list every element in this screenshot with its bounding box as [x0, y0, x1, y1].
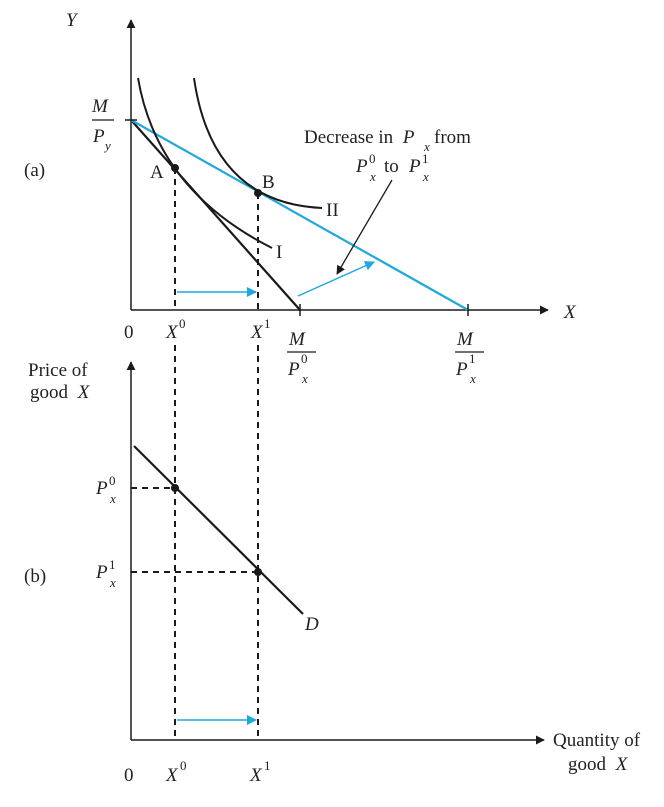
svg-text:X: X — [249, 765, 263, 786]
svg-text:M: M — [456, 329, 474, 350]
demand-curve — [133, 445, 304, 615]
panel-b-tick-x1: X 1 — [249, 758, 271, 786]
panel-b-x-axis-label-1: Quantity of — [553, 730, 641, 751]
curve-i-label: I — [276, 242, 282, 263]
indifference-curve-ii — [193, 77, 323, 209]
svg-text:0: 0 — [179, 316, 186, 331]
panel-a-origin: 0 — [124, 322, 134, 343]
svg-text:Decrease in P: Decrease in P — [304, 127, 415, 148]
demand-label: D — [304, 614, 319, 635]
intercept-x0-label: M P 0 x — [287, 329, 316, 386]
svg-text:0: 0 — [301, 351, 308, 366]
panel-b-tick-x0: X 0 — [165, 758, 187, 786]
demand-point-x1 — [254, 568, 262, 576]
panel-b-tick-p1: P 1 x — [95, 557, 116, 590]
indifference-curve-i — [137, 77, 273, 249]
budget-line-new — [130, 119, 469, 311]
svg-text:M: M — [91, 96, 109, 117]
panel-a-tick-x1: X 1 — [250, 316, 271, 343]
panel-a-label: (a) — [24, 160, 45, 181]
point-b-dot — [254, 189, 262, 197]
svg-text:1: 1 — [264, 316, 271, 331]
svg-text:x: x — [423, 139, 430, 154]
panel-b-label: (b) — [24, 566, 46, 587]
svg-text:0: 0 — [180, 758, 187, 773]
point-a-label: A — [150, 162, 164, 183]
panel-a-tick-x0: X 0 — [165, 316, 186, 343]
panel-b: (b) Price of good X Quantity of good X 0… — [24, 360, 641, 786]
svg-text:x: x — [369, 169, 376, 184]
svg-text:P: P — [92, 126, 105, 147]
svg-text:X: X — [165, 322, 179, 343]
point-b-label: B — [262, 172, 275, 193]
svg-text:1: 1 — [264, 758, 271, 773]
panel-a-y-axis-label: Y — [66, 10, 79, 31]
intercept-x1-label: M P 1 x — [455, 329, 484, 386]
svg-text:P: P — [95, 478, 108, 499]
svg-text:from: from — [434, 127, 471, 148]
panel-b-y-axis-label-1: Price of — [28, 360, 88, 381]
svg-text:x: x — [469, 371, 476, 386]
rotation-arrow — [297, 261, 375, 297]
svg-text:P: P — [287, 359, 300, 380]
svg-text:1: 1 — [469, 351, 476, 366]
svg-text:y: y — [103, 138, 111, 153]
panel-b-tick-p0: P 0 x — [95, 473, 116, 506]
svg-text:1: 1 — [422, 151, 429, 166]
svg-text:P: P — [355, 156, 368, 177]
svg-text:P: P — [95, 562, 108, 583]
budget-line-initial — [130, 119, 301, 311]
svg-text:x: x — [422, 169, 429, 184]
svg-text:P: P — [455, 359, 468, 380]
curve-ii-label: II — [326, 200, 339, 221]
svg-text:to: to — [384, 156, 399, 177]
svg-text:x: x — [301, 371, 308, 386]
svg-text:0: 0 — [109, 473, 116, 488]
panel-a: (a) Y X 0 M P y X 0 X 1 M P 0 x M — [24, 10, 577, 386]
annotation-decrease-px: Decrease in P x from P 0 x to P 1 x — [304, 127, 471, 184]
panel-b-origin: 0 — [124, 765, 134, 786]
panel-b-y-axis-label-2: good X — [30, 382, 91, 403]
svg-text:P: P — [408, 156, 421, 177]
point-a-dot — [171, 164, 179, 172]
svg-text:x: x — [109, 491, 116, 506]
svg-text:0: 0 — [369, 151, 376, 166]
svg-text:X: X — [250, 322, 264, 343]
annotation-pointer — [336, 179, 393, 275]
svg-text:M: M — [288, 329, 306, 350]
panel-b-x-axis-label-2: good X — [568, 754, 629, 775]
svg-text:x: x — [109, 575, 116, 590]
svg-text:1: 1 — [109, 557, 116, 572]
intercept-y-label: M P y — [91, 96, 114, 153]
svg-text:X: X — [165, 765, 179, 786]
demand-point-x0 — [171, 484, 179, 492]
panel-a-x-axis-label: X — [563, 302, 577, 323]
